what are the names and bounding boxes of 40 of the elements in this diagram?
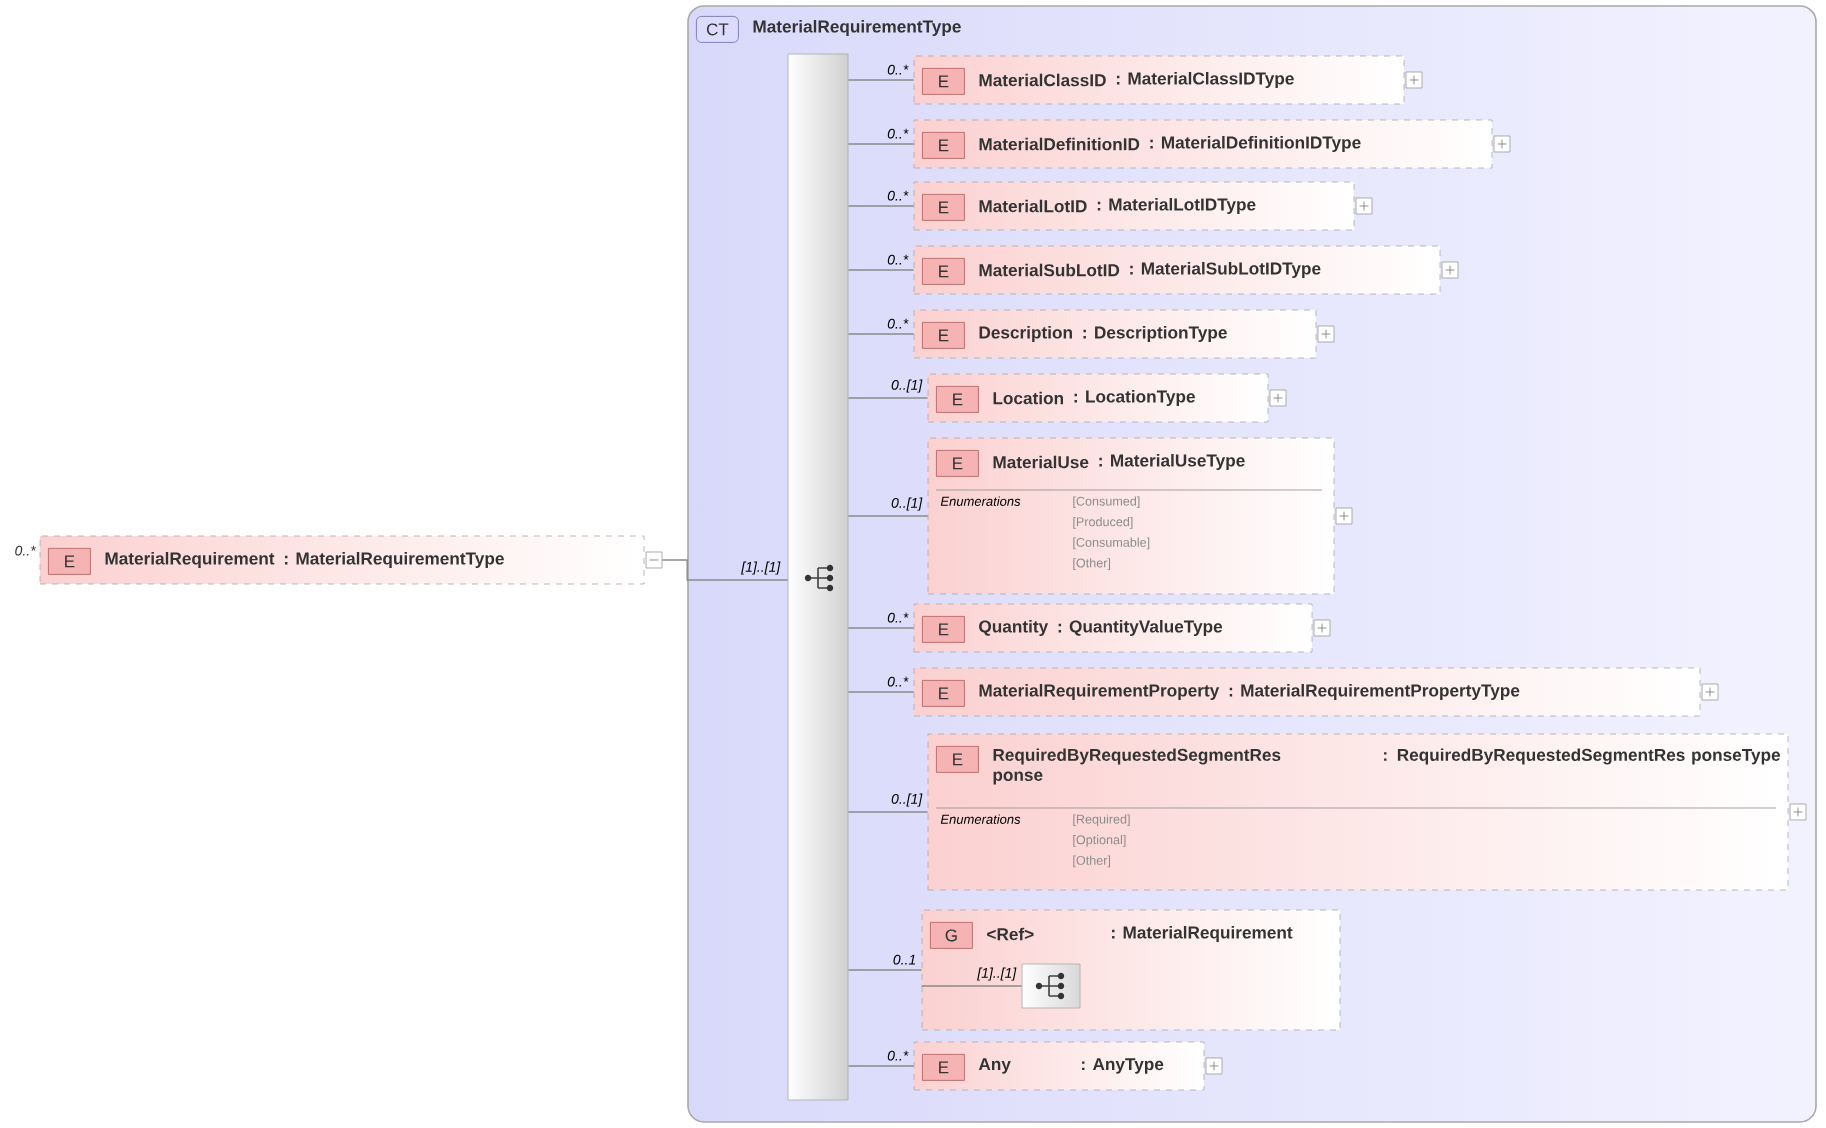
badge: E xyxy=(922,322,965,349)
badge: E xyxy=(922,1054,965,1081)
badge: E xyxy=(922,68,965,95)
badge: E xyxy=(922,132,965,159)
element-box: E Description : DescriptionType xyxy=(913,309,1317,359)
badge: E xyxy=(922,680,965,707)
connector xyxy=(847,691,915,693)
connector xyxy=(847,143,915,145)
badge: E xyxy=(922,194,965,221)
connector xyxy=(847,627,915,629)
connector xyxy=(847,79,915,81)
element-box: E MaterialClassID : MaterialClassIDType xyxy=(913,55,1405,105)
badge: E xyxy=(936,386,979,413)
badge: E xyxy=(922,258,965,285)
element-box: E MaterialDefinitionID : MaterialDefinitionIDType xyxy=(913,119,1493,169)
badge: E xyxy=(48,548,91,575)
element-box: E MaterialSubLotID : MaterialSubLotIDType xyxy=(913,245,1441,295)
element-box: E MaterialRequirementProperty : MaterialRequirementPropertyType xyxy=(913,667,1701,717)
connector xyxy=(847,397,929,399)
badge: E xyxy=(936,746,979,773)
connector xyxy=(847,333,915,335)
connector xyxy=(847,811,929,813)
connector xyxy=(661,559,789,581)
connector xyxy=(847,269,915,271)
badge: E xyxy=(922,616,965,643)
connector xyxy=(847,969,923,971)
badge: CT xyxy=(696,16,739,43)
element-box: E Quantity : QuantityValueType xyxy=(913,603,1313,653)
sequence-box xyxy=(1021,963,1081,1009)
connector xyxy=(847,1065,915,1067)
connector xyxy=(920,985,1023,987)
element-box: E Location : LocationType xyxy=(927,373,1269,423)
badge: E xyxy=(936,450,979,477)
element-box: E MaterialLotID : MaterialLotIDType xyxy=(913,181,1355,231)
badge: G xyxy=(930,922,973,949)
sequence-bar xyxy=(787,53,849,1101)
connector xyxy=(847,205,915,207)
element-box: E MaterialRequirement : MaterialRequirementType xyxy=(39,535,645,585)
connector xyxy=(847,515,929,517)
element-box: E Any : AnyType xyxy=(913,1041,1205,1091)
